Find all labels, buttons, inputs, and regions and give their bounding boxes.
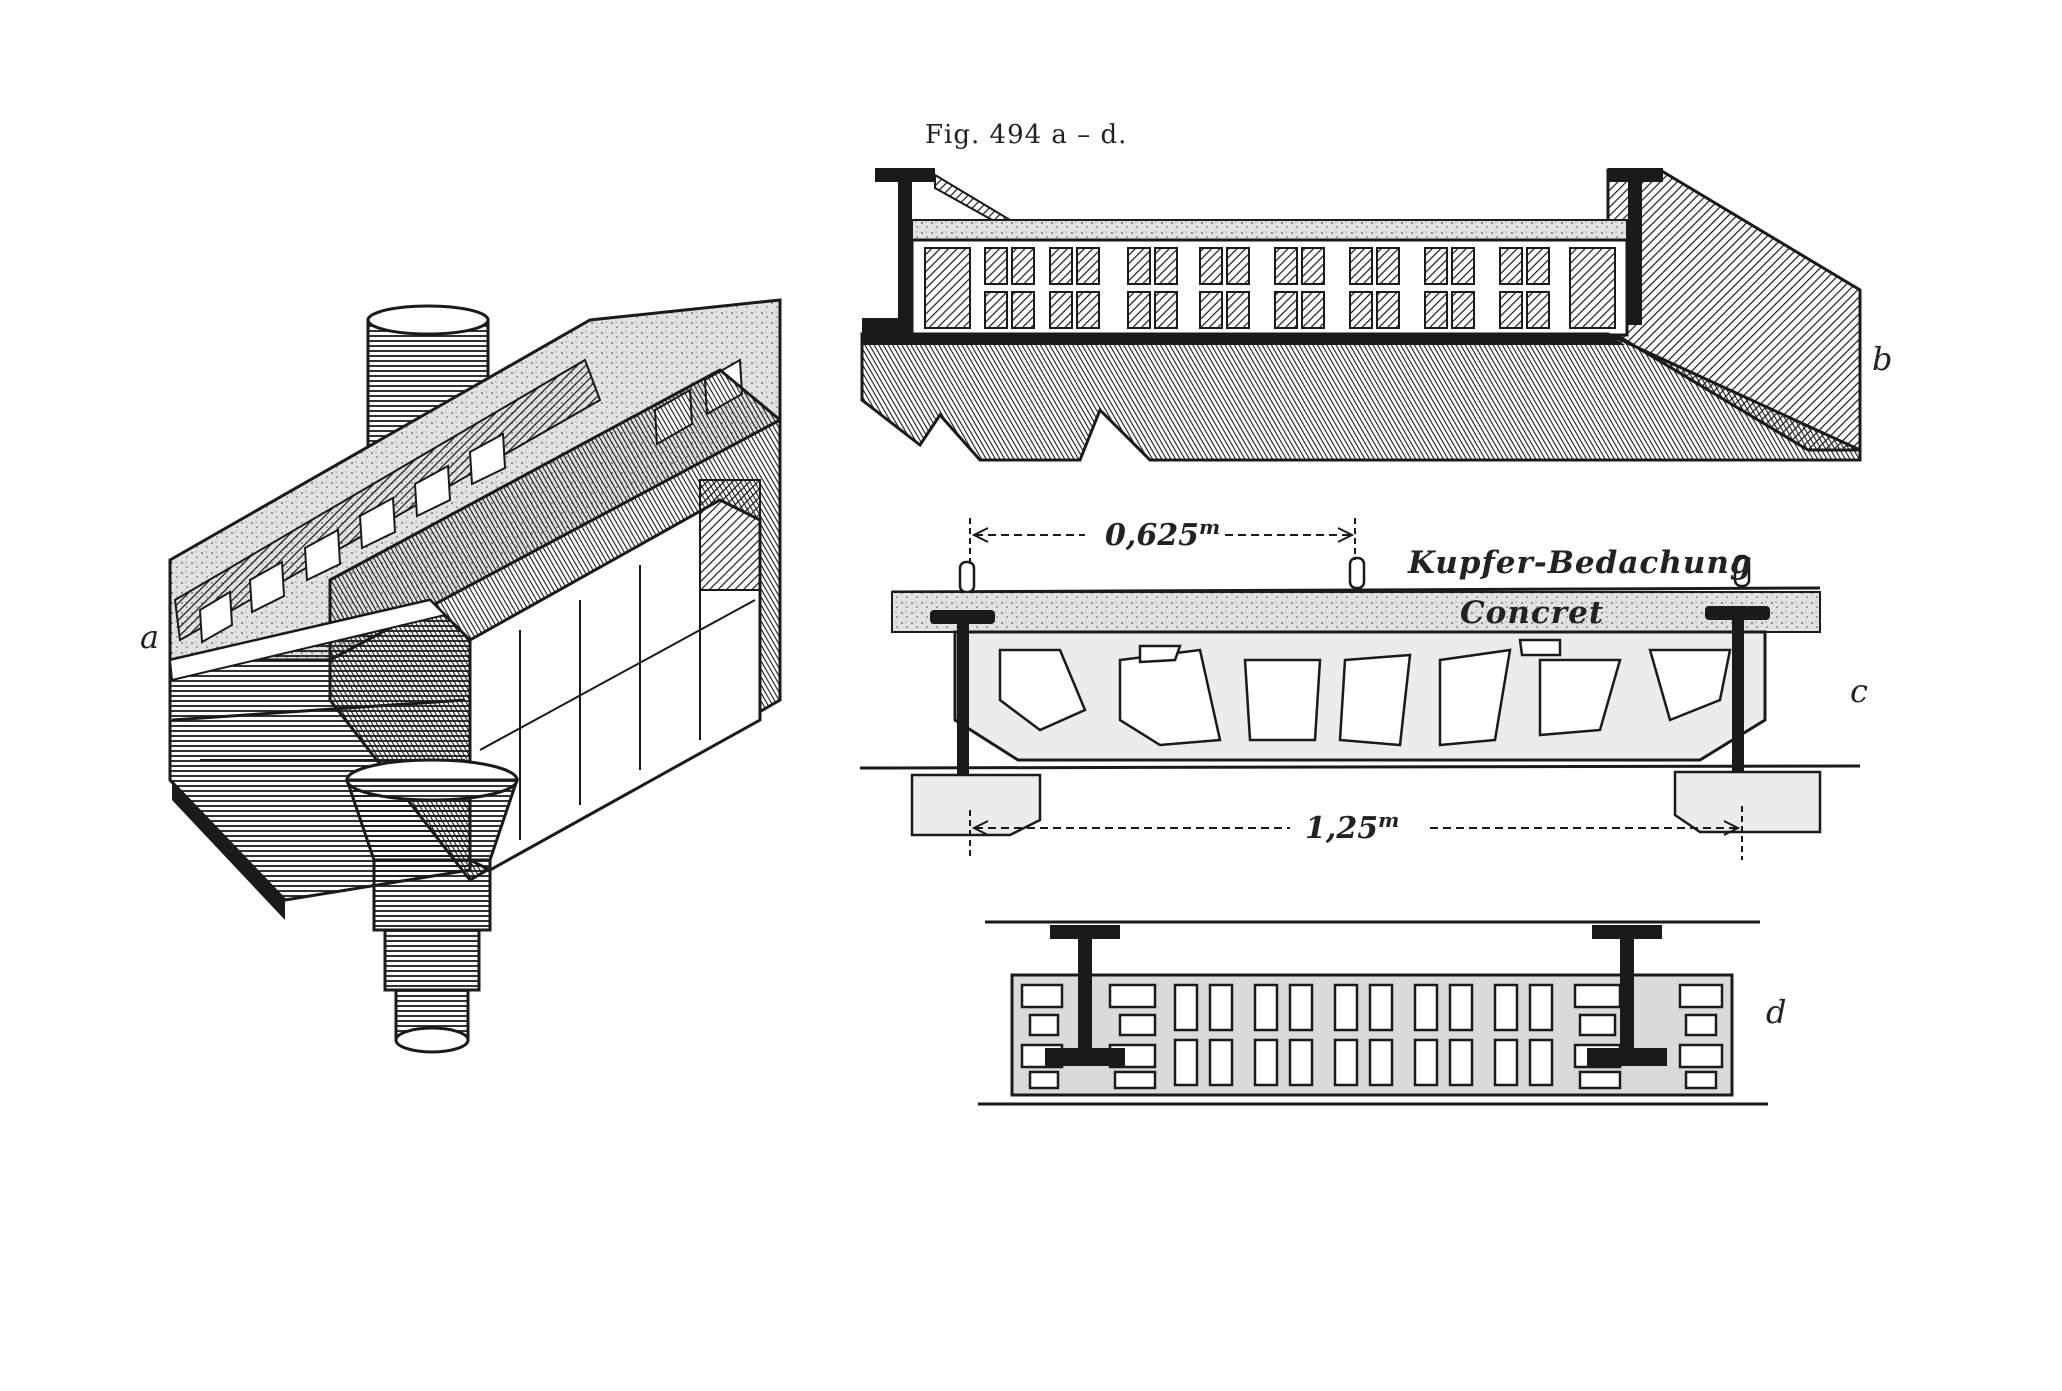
panel-a-drawing — [168, 298, 782, 1054]
dimension-spacing-value: 0,625 — [1105, 518, 1199, 553]
panel-label-c: c — [1850, 672, 1868, 710]
panel-c-drawing — [859, 518, 1861, 860]
dimension-span-value: 1,25 — [1305, 811, 1379, 846]
dimension-spacing: 0,625m — [1105, 515, 1220, 553]
panel-b-drawing — [860, 168, 1862, 462]
panel-d-drawing — [978, 920, 1768, 1106]
panel-label-d: d — [1766, 993, 1787, 1031]
figure-caption: Fig. 494 a – d. — [925, 120, 1128, 150]
dimension-spacing-unit: m — [1198, 515, 1221, 539]
panel-label-a: a — [140, 618, 160, 656]
dimension-span: 1,25m — [1305, 808, 1399, 846]
panel-label-b: b — [1872, 340, 1893, 378]
label-concrete: Concret — [1460, 595, 1605, 631]
label-copper-roofing: Kupfer-Bedachung — [1408, 545, 1753, 581]
dimension-span-unit: m — [1378, 808, 1400, 832]
